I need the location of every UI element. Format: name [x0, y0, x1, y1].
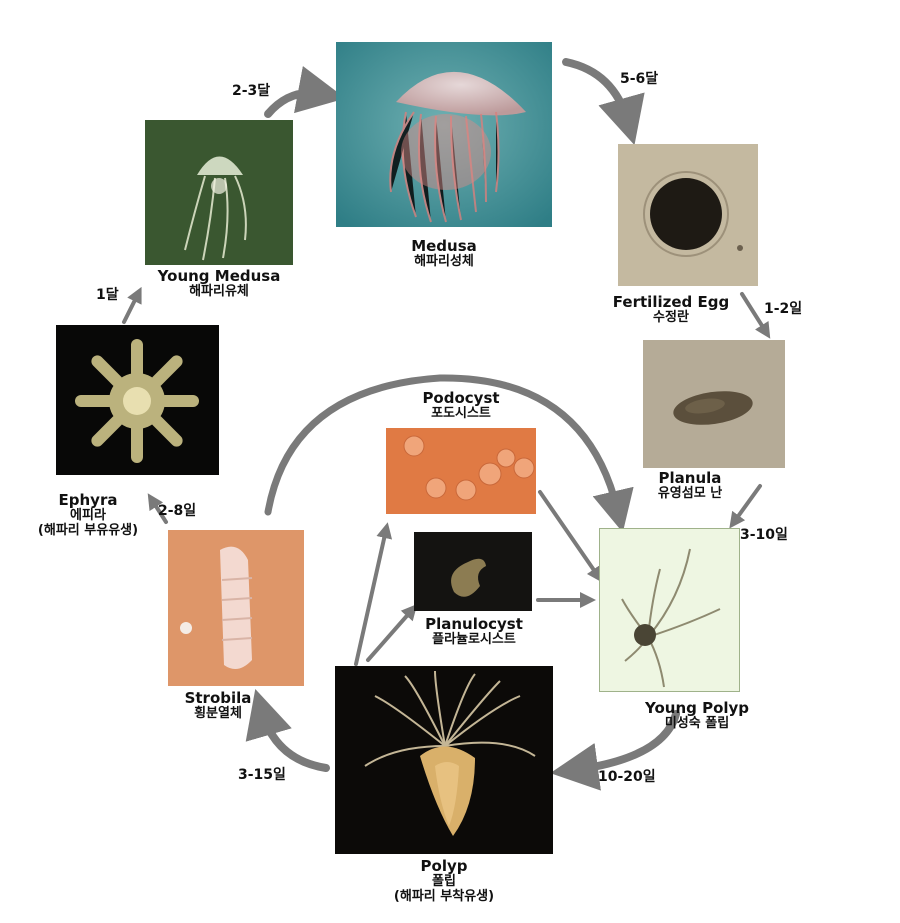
- arrow-medusa-to-egg: [562, 58, 645, 146]
- podocyst-en: Podocyst: [422, 389, 500, 407]
- polyp-photo: [335, 666, 553, 854]
- duration-planula-to-young-polyp: 3-10일: [740, 527, 788, 543]
- duration-strobila-to-ephyra: 2-8일: [158, 503, 197, 519]
- young-medusa-photo: [145, 120, 293, 265]
- arrow-polyp-to-podocyst: [354, 522, 393, 666]
- medusa-ko: 해파리성체: [414, 254, 474, 270]
- young-medusa-ko: 해파리유체: [189, 284, 249, 300]
- young-medusa-label: Young Medusa 해파리유체: [139, 267, 299, 300]
- duration-ephyra-to-young-medusa: 1달: [96, 287, 119, 303]
- podocyst-ko: 포도시스트: [431, 406, 491, 422]
- strobila-en: Strobila: [184, 689, 252, 707]
- arrow-polyp-to-planulocyst: [366, 603, 418, 662]
- duration-medusa-to-egg: 5-6달: [620, 71, 659, 87]
- planula-photo: [643, 340, 785, 468]
- polyp-ko2: (해파리 부착유생): [393, 889, 495, 905]
- arrow-young-medusa-to-medusa: [264, 65, 346, 118]
- planulocyst-label: Planulocyst 플라뉼로시스트: [404, 615, 544, 648]
- arrow-podocyst-to-young-polyp: [538, 490, 603, 583]
- fertilized-egg-label: Fertilized Egg 수정란: [596, 293, 746, 326]
- polyp-label: Polyp 폴립 (해파리 부착유생): [364, 857, 524, 905]
- arrow-polyp-to-strobila: [245, 688, 330, 772]
- duration-egg-to-planula: 1-2일: [764, 301, 803, 317]
- planula-ko: 유영섬모 난: [657, 486, 723, 502]
- young-polyp-label: Young Polyp 미성숙 폴립: [622, 699, 772, 732]
- planula-en: Planula: [658, 469, 722, 487]
- strobila-photo: [168, 530, 304, 686]
- duration-young-medusa-to-medusa: 2-3달: [232, 83, 271, 99]
- young-polyp-photo: [599, 528, 740, 692]
- planula-label: Planula 유영섬모 난: [630, 469, 750, 502]
- arrow-egg-to-planula: [740, 292, 771, 339]
- medusa-en: Medusa: [411, 237, 477, 255]
- fertilized-egg-en: Fertilized Egg: [612, 293, 730, 311]
- ephyra-ko: 에피라: [70, 508, 106, 524]
- strobila-label: Strobila 횡분열체: [168, 689, 268, 722]
- ephyra-photo: [56, 325, 219, 475]
- fertilized-egg-photo: [618, 144, 758, 286]
- duration-polyp-to-strobila: 3-15일: [238, 767, 286, 783]
- duration-young-polyp-to-polyp: 10-20일: [598, 769, 656, 785]
- arrow-planula-to-young-polyp: [729, 484, 762, 529]
- planulocyst-en: Planulocyst: [425, 615, 523, 633]
- planulocyst-photo: [414, 532, 532, 611]
- young-polyp-en: Young Polyp: [644, 699, 750, 717]
- planulocyst-ko: 플라뉼로시스트: [432, 632, 516, 648]
- strobila-ko: 횡분열체: [194, 706, 242, 722]
- ephyra-ko2: (해파리 부유유생): [37, 523, 139, 539]
- young-polyp-ko: 미성숙 폴립: [664, 716, 730, 732]
- arrow-strobila-to-ephyra: [147, 493, 168, 524]
- medusa-label: Medusa 해파리성체: [394, 237, 494, 270]
- arrow-ephyra-to-young-medusa: [122, 286, 142, 324]
- polyp-ko: 폴립: [432, 874, 456, 890]
- medusa-photo: [336, 42, 552, 227]
- polyp-en: Polyp: [420, 857, 468, 875]
- fertilized-egg-ko: 수정란: [653, 310, 689, 326]
- ephyra-label: Ephyra 에피라 (해파리 부유유생): [18, 491, 158, 539]
- podocyst-label: Podocyst 포도시스트: [406, 389, 516, 422]
- arrow-strobila-to-young-polyp: [264, 374, 634, 533]
- arrow-young-polyp-to-polyp: [550, 710, 680, 791]
- young-medusa-en: Young Medusa: [157, 267, 281, 285]
- ephyra-en: Ephyra: [58, 491, 118, 509]
- podocyst-photo: [386, 428, 536, 514]
